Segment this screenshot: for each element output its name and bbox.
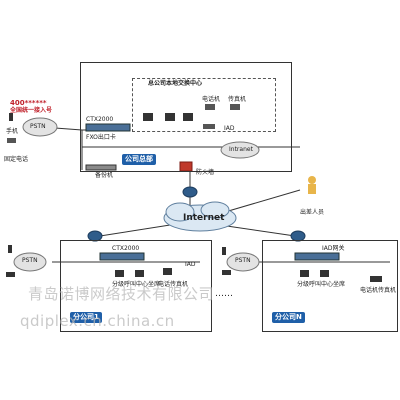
- pstn-hq-cloud: [22, 117, 58, 137]
- branchN-fax-label: 电话机传真机: [360, 287, 397, 294]
- hq-tag: 公司总部: [122, 154, 156, 165]
- branchN-boundary: [262, 240, 398, 332]
- internet-label: Internet: [183, 213, 225, 223]
- branchN-pstn-label: PSTN: [235, 257, 251, 264]
- hq-exchange-title: 总公司本地交换中心: [148, 80, 203, 87]
- branch1-phones-icon: [6, 245, 15, 277]
- pstn-branchN-cloud: [226, 252, 260, 272]
- router-hq-icon: [182, 186, 198, 198]
- intranet-cloud: [220, 141, 260, 159]
- fixed-phone-icon: [7, 138, 16, 143]
- hq-intranet-label: Intranet: [229, 146, 253, 153]
- branchN-tag: 分公司N: [272, 312, 305, 323]
- pstn-hq-label: PSTN: [30, 123, 46, 130]
- fixed-phone-label: 固定电话: [4, 156, 29, 163]
- ctx2000-hq-icon: [85, 123, 131, 132]
- watermark-company: 青岛诺博网络技术有限公司: [28, 285, 215, 303]
- branch1-iad-label: IAD: [185, 261, 196, 268]
- internet-cloud: [163, 201, 237, 232]
- traveler-icon: [308, 176, 316, 194]
- hq-ctx-label: CTX2000: [86, 116, 114, 123]
- branch1-tag: 分公司1: [70, 312, 102, 323]
- branchN-callcenter-label: 分级呼叫中心坐席: [297, 281, 346, 288]
- pstn-hq-link: [54, 127, 83, 131]
- branch1-boundary: [60, 240, 212, 332]
- hq-boundary: [80, 62, 292, 172]
- router-branch1-icon: [87, 230, 103, 242]
- hq-firewall-label: 防火墙: [196, 169, 215, 176]
- hotline-number: 400******: [10, 99, 47, 107]
- mobile-label: 手机: [6, 128, 19, 135]
- ctx2000-branch1-icon: [99, 252, 145, 261]
- iad-gateway-icon: [294, 252, 340, 261]
- hq-phone-fax-icon: [203, 104, 240, 129]
- branch1-pstn-label: PSTN: [22, 257, 38, 264]
- branch1-fax-label: 电话传真机: [158, 281, 189, 288]
- branch1-callcenter-label: 分级呼叫中心坐席: [112, 281, 161, 288]
- hq-fxo-label: FXO出口卡: [86, 134, 116, 141]
- hq-workstations-icon: [143, 113, 193, 121]
- backup-server-icon: [85, 164, 117, 171]
- internet-branchN-link: [219, 224, 296, 237]
- router-branchN-icon: [290, 230, 306, 242]
- mobile-phone-icon: [9, 113, 13, 121]
- hotline-subtitle: 全国统一接入号: [10, 107, 53, 114]
- more-branches-ellipsis: ……: [215, 289, 233, 299]
- internet-traveler-link: [224, 189, 301, 213]
- branch1-workstations-icon: [115, 268, 172, 277]
- hq-backup-label: 备份机: [95, 172, 114, 179]
- pstn-branch1-cloud: [13, 252, 47, 272]
- watermark-url: qdiplex.cn.china.cn: [20, 312, 175, 330]
- hq-iad-label: IAD: [224, 125, 235, 132]
- hq-local-exchange-boundary: [132, 78, 276, 132]
- hq-phone-label: 电话机: [202, 96, 221, 103]
- branchN-workstations-icon: [300, 270, 382, 282]
- hq-fax-label: 传真机: [228, 96, 247, 103]
- traveler-label: 出差人员: [300, 209, 325, 216]
- branch1-ctx-label: CTX2000: [112, 245, 140, 252]
- branchN-gw-label: IAD网关: [322, 245, 345, 252]
- branchN-phones-icon: [222, 247, 231, 275]
- internet-branch1-link: [99, 224, 171, 237]
